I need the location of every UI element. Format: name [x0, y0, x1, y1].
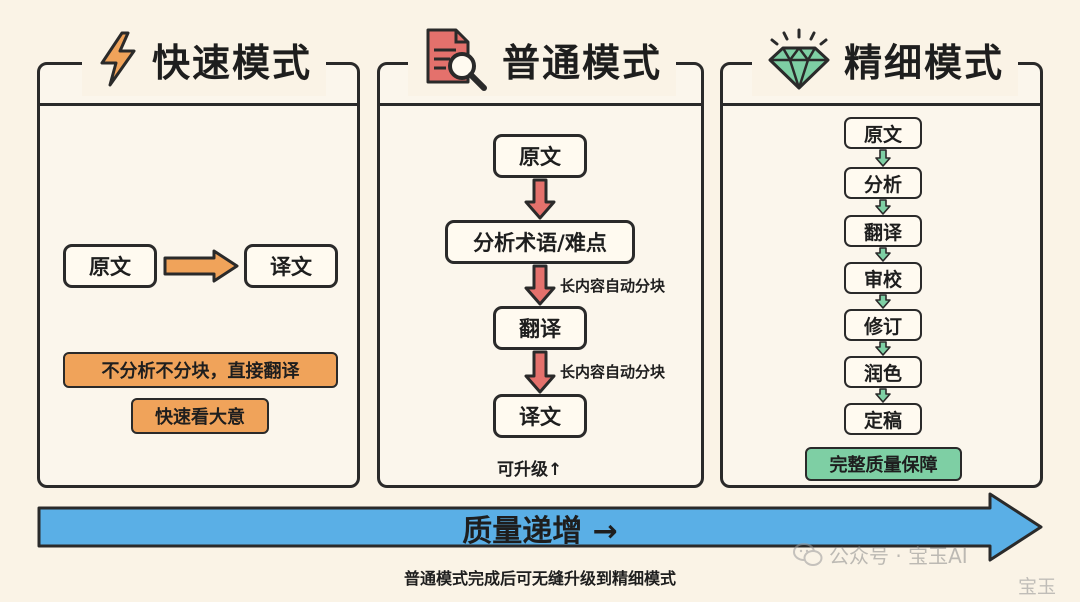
fast-tag-no-analysis: 不分析不分块，直接翻译 — [63, 352, 338, 388]
fast-tag-gist: 快速看大意 — [131, 398, 269, 434]
watermark: 公众号 · 宝玉AI — [793, 540, 968, 569]
panel-divider — [723, 103, 1040, 106]
fine-step-finalize: 定稿 — [844, 403, 922, 435]
fast-mode-header: 快速模式 — [82, 22, 327, 96]
fine-step-analyze: 分析 — [844, 167, 922, 199]
normal-step-source: 原文 — [493, 134, 587, 178]
normal-mode-header: 普通模式 — [408, 22, 677, 96]
fine-step-polish: 润色 — [844, 356, 922, 388]
chunk-note: 长内容自动分块 — [560, 277, 666, 295]
fine-step-review: 审校 — [844, 262, 922, 294]
normal-step-target: 译文 — [493, 394, 587, 438]
panel-divider — [380, 103, 701, 106]
fast-mode-title: 快速模式 — [152, 40, 313, 85]
fine-flow-arrow — [875, 247, 891, 262]
quality-arrow-label: 质量递增 → — [462, 514, 618, 549]
fast-flow-arrow — [163, 249, 239, 283]
chunk-note: 长内容自动分块 — [560, 363, 666, 381]
fine-tag-quality: 完整质量保障 — [805, 447, 962, 481]
normal-step-analyze: 分析术语/难点 — [445, 220, 635, 264]
fine-step-revise: 修订 — [844, 309, 922, 341]
fine-flow-arrow — [875, 341, 891, 356]
fast-source-box: 原文 — [63, 244, 157, 288]
fine-step-translate: 翻译 — [844, 215, 922, 247]
normal-flow-arrow — [524, 264, 556, 306]
normal-flow-arrow — [524, 350, 556, 394]
panel-divider — [40, 103, 357, 106]
fine-flow-arrow — [875, 388, 891, 403]
fine-mode-header: 精细模式 — [752, 22, 1019, 96]
lightning-icon — [100, 31, 136, 87]
normal-mode-title: 普通模式 — [502, 40, 663, 85]
watermark-corner-text: 宝玉 — [1018, 576, 1057, 598]
normal-step-translate: 翻译 — [493, 306, 587, 350]
fast-target-box: 译文 — [244, 244, 338, 288]
normal-flow-arrow — [524, 178, 556, 220]
diamond-icon — [768, 28, 830, 90]
fine-step-source: 原文 — [844, 117, 922, 149]
quality-increase-arrow — [37, 492, 1043, 562]
watermark-text: 公众号 · 宝玉AI — [829, 544, 968, 568]
fine-mode-title: 精细模式 — [844, 40, 1005, 85]
upgrade-note: 可升级↑ — [497, 460, 563, 480]
fine-flow-arrow — [875, 199, 891, 215]
wechat-icon — [793, 542, 823, 566]
document-search-icon — [426, 28, 487, 91]
fine-flow-arrow — [875, 149, 891, 167]
fine-flow-arrow — [875, 294, 891, 309]
footer-caption: 普通模式完成后可无缝升级到精细模式 — [403, 569, 676, 588]
